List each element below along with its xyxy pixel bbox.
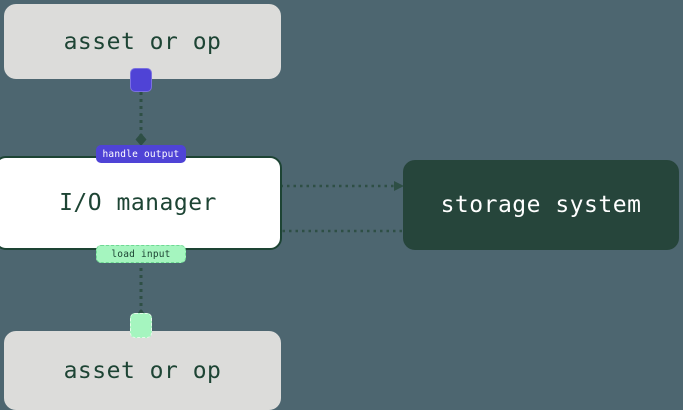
edge-label-handle-output-text: handle output (102, 148, 180, 160)
node-io-manager[interactable]: I/O manager (0, 156, 282, 250)
edge-label-load-input[interactable]: load input (96, 245, 186, 263)
node-label-io-manager: I/O manager (59, 190, 217, 216)
node-label-asset-or-op-top: asset or op (63, 28, 222, 55)
node-label-storage-system: storage system (440, 192, 642, 218)
edge-label-handle-output[interactable]: handle output (96, 145, 186, 163)
output-port-square[interactable] (130, 68, 152, 92)
edge-label-load-input-text: load input (111, 248, 171, 260)
node-storage-system[interactable]: storage system (403, 160, 679, 250)
node-asset-or-op-top[interactable]: asset or op (4, 4, 281, 79)
node-label-asset-or-op-bottom: asset or op (63, 357, 222, 384)
input-port-square[interactable] (130, 313, 152, 338)
node-asset-or-op-bottom[interactable]: asset or op (4, 331, 281, 410)
edge-handle-output-upper (135, 92, 147, 146)
